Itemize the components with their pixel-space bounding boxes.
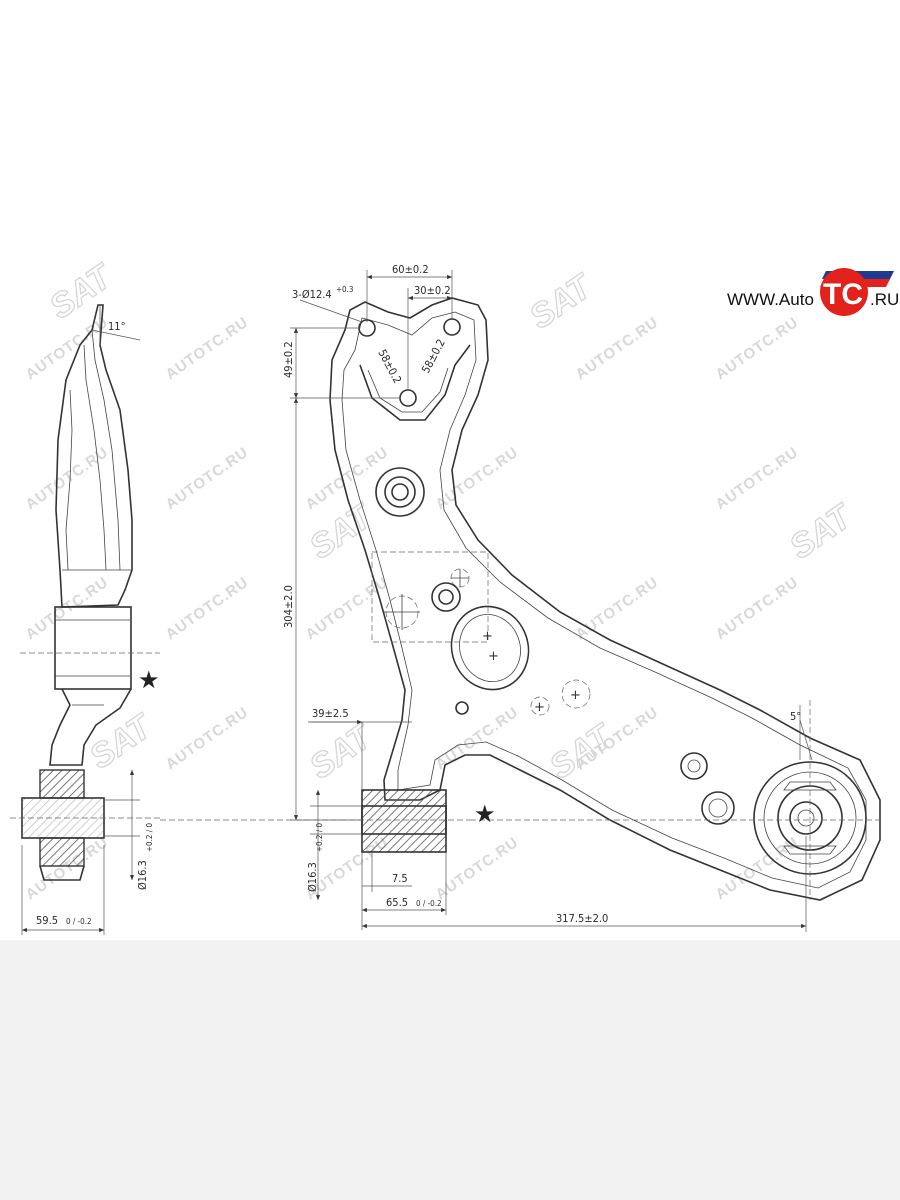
dim-317-label: 317.5±2.0: [556, 912, 608, 925]
bore-side-tolerance: +0.2 / 0: [145, 823, 154, 852]
watermark-text: AUTOTC.RU: [23, 444, 112, 514]
watermark-logo: SAT: [83, 706, 161, 777]
watermark-text: AUTOTC.RU: [433, 704, 522, 774]
watermark-logo: SAT: [43, 256, 121, 327]
dimension-annotations: 60±0.2 30±0.2 3-Ø12.4 +0.3 49±0.2 58±0.2…: [282, 263, 807, 932]
svg-text:+: +: [570, 688, 581, 703]
bore-front-tolerance: +0.2 / 0: [315, 823, 324, 852]
brand-suffix: .RU: [870, 290, 899, 309]
watermark-text: AUTOTC.RU: [713, 314, 802, 384]
bore-side-label: Ø16.3: [136, 860, 149, 890]
watermark-text: AUTOTC.RU: [23, 574, 112, 644]
watermark-text: AUTOTC.RU: [163, 314, 252, 384]
brand-emblem-circle: [820, 268, 868, 316]
star-marker: ★: [474, 800, 496, 828]
empty-footer-area: [0, 940, 900, 1200]
dim-49-label: 49±0.2: [282, 341, 295, 378]
side-view: 11° Ø16.3 +0.2 / 0 59.5 0 / -0.2 ★: [10, 304, 160, 935]
watermark-text: AUTOTC.RU: [163, 444, 252, 514]
angle-5-label: 5°: [790, 710, 801, 723]
control-arm-schematic: AUTOTC.RU AUTOTC.RU AUTOTC.RU AUTOTC.RU …: [10, 255, 899, 935]
dim-holes-label: 3-Ø12.4: [292, 288, 332, 301]
dim-holes-tolerance: +0.3: [336, 285, 353, 294]
dim-39-label: 39±2.5: [312, 707, 349, 720]
angle-11-label: 11°: [108, 320, 126, 333]
brand-emblem: TC: [823, 278, 863, 311]
watermark-text: AUTOTC.RU: [303, 574, 392, 644]
watermark-logo: SAT: [303, 716, 381, 787]
dim-7-5-label: 7.5: [392, 872, 408, 885]
svg-text:+: +: [482, 629, 493, 644]
front-view: + + + + ★ 5°: [160, 297, 881, 901]
star-marker: ★: [138, 666, 160, 694]
brand-logo: WWW.Auto TC .RU: [727, 268, 899, 316]
watermark-text: AUTOTC.RU: [163, 704, 252, 774]
brand-prefix: WWW.Auto: [727, 290, 814, 309]
svg-text:+: +: [534, 700, 545, 715]
watermark-text: AUTOTC.RU: [713, 444, 802, 514]
dim-304-label: 304±2.0: [282, 585, 295, 628]
dim-58b-label: 58±0.2: [419, 337, 448, 375]
dim-58a-label: 58±0.2: [375, 347, 404, 385]
watermark-text: AUTOTC.RU: [713, 574, 802, 644]
watermark-text: AUTOTC.RU: [163, 574, 252, 644]
dim-65-label: 65.5: [386, 896, 408, 909]
width-59-label: 59.5: [36, 914, 58, 927]
watermark-text: AUTOTC.RU: [573, 574, 662, 644]
dim-60-label: 60±0.2: [392, 263, 429, 276]
watermark-text: AUTOTC.RU: [573, 314, 662, 384]
watermark-logo: SAT: [783, 496, 861, 567]
width-59-tolerance: 0 / -0.2: [66, 917, 92, 926]
watermark-text: AUTOTC.RU: [433, 444, 522, 514]
dim-65-tolerance: 0 / -0.2: [416, 899, 442, 908]
technical-drawing-area: [0, 0, 900, 940]
dim-30-label: 30±0.2: [414, 284, 451, 297]
svg-text:+: +: [488, 649, 499, 664]
watermark-logo: SAT: [523, 266, 601, 337]
watermark-text: AUTOTC.RU: [713, 834, 802, 904]
bore-front-label: Ø16.3: [306, 862, 319, 892]
